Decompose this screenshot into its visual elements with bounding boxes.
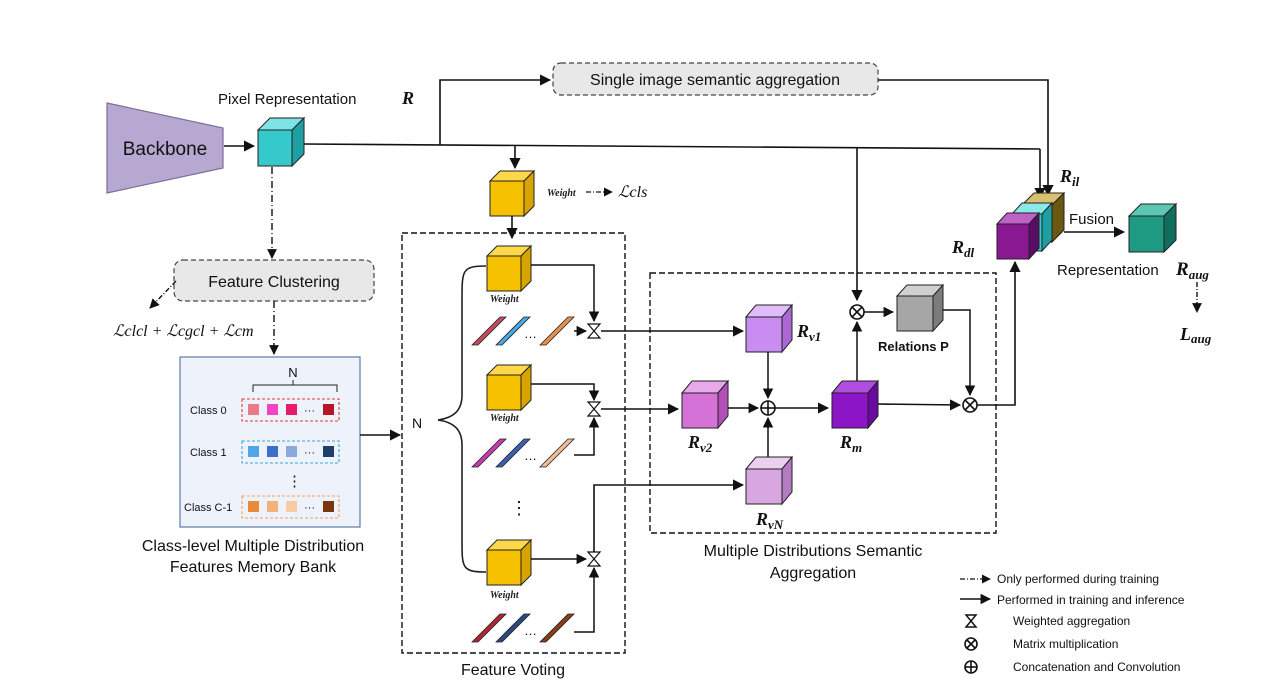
laug-label: Laug bbox=[1179, 324, 1212, 346]
ril-label: Ril bbox=[1059, 166, 1080, 189]
memory-bank-title-2: Features Memory Bank bbox=[170, 559, 337, 576]
mdsa-label-2: Aggregation bbox=[770, 565, 856, 582]
voting-group-1: Weight … bbox=[471, 244, 575, 346]
backbone-label: Backbone bbox=[123, 139, 208, 160]
backbone-block: Backbone bbox=[106, 102, 224, 194]
weight-label-top: Weight bbox=[547, 188, 577, 199]
loss-cluster-label: ℒclcl + ℒcgcl + ℒcm bbox=[113, 323, 254, 340]
hourglass-icon-3 bbox=[586, 551, 602, 567]
rvn-label: RvN bbox=[755, 509, 784, 532]
hourglass-icon-1 bbox=[586, 323, 602, 339]
representation-label: Representation bbox=[1057, 262, 1159, 279]
svg-text:···: ··· bbox=[304, 405, 315, 417]
svg-text:⋮: ⋮ bbox=[510, 498, 528, 518]
legend-item-hourglass: Weighted aggregation bbox=[964, 614, 1130, 628]
legend: Only performed during training Performed… bbox=[960, 572, 1185, 674]
legend-text-otimes: Matrix multiplication bbox=[1013, 637, 1118, 651]
voting-n-label: N bbox=[412, 415, 422, 431]
rm-label: Rm bbox=[839, 432, 862, 455]
svg-text:…: … bbox=[524, 326, 537, 341]
legend-text-solid: Performed in training and inference bbox=[997, 593, 1185, 607]
feature-voting-label: Feature Voting bbox=[461, 662, 565, 679]
feature-voting-box bbox=[401, 232, 626, 654]
relations-label: Relations P bbox=[878, 339, 949, 354]
pixel-representation-cube bbox=[256, 116, 306, 168]
hourglass-icon-2 bbox=[586, 401, 602, 417]
rm-cube bbox=[830, 379, 880, 430]
svg-text:···: ··· bbox=[304, 447, 315, 459]
mdsa-label-1: Multiple Distributions Semantic bbox=[704, 543, 923, 560]
raug-label: Raug bbox=[1175, 259, 1209, 282]
voting-group-3: Weight … bbox=[471, 538, 575, 643]
svg-text:⋮: ⋮ bbox=[287, 473, 302, 490]
legend-text-dashdot: Only performed during training bbox=[997, 572, 1159, 586]
rdl-label: Rdl bbox=[951, 237, 975, 260]
classC-label: Class C-1 bbox=[184, 502, 232, 514]
single-image-aggregation-box: Single image semantic aggregation bbox=[552, 62, 879, 96]
pixel-representation-symbol: R bbox=[401, 88, 414, 108]
rv1-cube bbox=[744, 303, 794, 354]
loss-cls-label: ℒcls bbox=[618, 184, 647, 201]
rv2-cube bbox=[680, 379, 730, 430]
otimes-icon-output bbox=[962, 397, 978, 413]
hourglass-icon-legend bbox=[964, 614, 978, 628]
legend-text-hourglass: Weighted aggregation bbox=[1013, 614, 1130, 628]
mdsa-box bbox=[649, 272, 997, 534]
rv2-label: Rv2 bbox=[687, 432, 713, 455]
svg-text:Weight: Weight bbox=[490, 413, 520, 424]
svg-text:Weight: Weight bbox=[490, 294, 520, 305]
single-image-aggregation-label: Single image semantic aggregation bbox=[590, 72, 840, 89]
relations-cube bbox=[895, 283, 945, 333]
ril-rdl-stack bbox=[995, 191, 1066, 261]
legend-text-oplus: Concatenation and Convolution bbox=[1013, 660, 1180, 674]
memory-n-label: N bbox=[288, 365, 297, 380]
rvn-cube bbox=[744, 455, 794, 506]
svg-text:···: ··· bbox=[304, 502, 315, 514]
oplus-icon-aggregation bbox=[760, 400, 776, 416]
legend-item-otimes: Matrix multiplication bbox=[964, 637, 1118, 651]
otimes-icon-relations bbox=[849, 304, 865, 320]
oplus-icon-legend bbox=[964, 660, 978, 674]
voting-group-2: Weight … bbox=[471, 363, 575, 468]
feature-clustering-box: Feature Clustering bbox=[173, 259, 375, 302]
memory-bank-title-1: Class-level Multiple Distribution bbox=[142, 538, 364, 555]
class0-label: Class 0 bbox=[190, 405, 227, 417]
legend-item-oplus: Concatenation and Convolution bbox=[964, 660, 1180, 674]
memory-bank-panel: N Class 0 ··· Class 1 ··· ⋮ Class C-1 ··… bbox=[179, 356, 361, 528]
svg-text:…: … bbox=[524, 623, 537, 638]
svg-text:Weight: Weight bbox=[490, 590, 520, 601]
svg-text:…: … bbox=[524, 448, 537, 463]
legend-item-dashdot: Only performed during training bbox=[960, 572, 1159, 586]
pixel-representation-label: Pixel Representation bbox=[218, 91, 356, 108]
otimes-icon-legend bbox=[964, 637, 978, 651]
fusion-label: Fusion bbox=[1069, 211, 1114, 228]
feature-clustering-label: Feature Clustering bbox=[208, 274, 340, 291]
legend-item-solid: Performed in training and inference bbox=[960, 593, 1185, 607]
weight-cube-top bbox=[488, 169, 536, 218]
rv1-label: Rv1 bbox=[796, 321, 821, 344]
class1-label: Class 1 bbox=[190, 447, 227, 459]
raug-cube bbox=[1127, 202, 1178, 254]
